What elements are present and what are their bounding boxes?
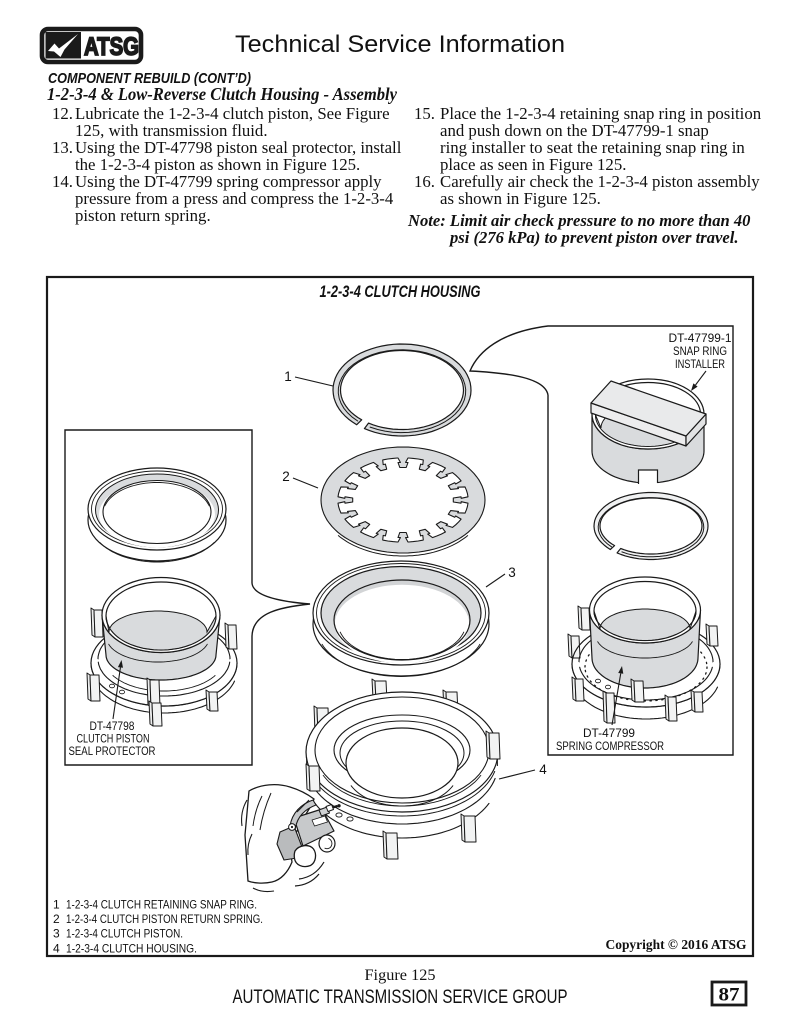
svg-text:SPRING COMPRESSOR: SPRING COMPRESSOR (556, 739, 664, 753)
svg-text:2: 2 (53, 912, 60, 926)
svg-text:COMPONENT REBUILD (CONT’D): COMPONENT REBUILD (CONT’D) (48, 70, 251, 87)
svg-text:DT-47799: DT-47799 (583, 726, 635, 740)
svg-text:ring installer to seat the ret: ring installer to seat the retaining sna… (440, 138, 745, 157)
svg-text:DT-47799-1: DT-47799-1 (669, 331, 732, 345)
svg-text:piston return spring.: piston return spring. (75, 206, 211, 225)
svg-text:1-2-3-4 CLUTCH PISTON RETURN S: 1-2-3-4 CLUTCH PISTON RETURN SPRING. (66, 912, 263, 926)
svg-text:125, with transmission fluid.: 125, with transmission fluid. (75, 121, 268, 140)
svg-text:AUTOMATIC TRANSMISSION SERVICE: AUTOMATIC TRANSMISSION SERVICE GROUP (233, 987, 568, 1008)
svg-text:DT-47798: DT-47798 (90, 719, 135, 733)
svg-text:12.: 12. (52, 104, 73, 123)
svg-text:Technical Service Information: Technical Service Information (235, 31, 565, 58)
svg-text:place as seen in Figure 125.: place as seen in Figure 125. (440, 155, 626, 174)
svg-text:and push down on the DT-47799-: and push down on the DT-47799-1 snap (440, 121, 709, 140)
svg-text:4: 4 (53, 941, 60, 955)
svg-text:13.: 13. (52, 138, 73, 157)
svg-text:SEAL PROTECTOR: SEAL PROTECTOR (69, 744, 156, 758)
svg-text:1-2-3-4 & Low-Reverse Clutch H: 1-2-3-4 & Low-Reverse Clutch Housing - A… (47, 84, 397, 104)
svg-text:psi (276 kPa) to prevent pisto: psi (276 kPa) to prevent piston over tra… (448, 228, 739, 247)
svg-text:SNAP RING: SNAP RING (673, 344, 727, 358)
svg-text:the 1-2-3-4 piston as shown in: the 1-2-3-4 piston as shown in Figure 12… (75, 155, 360, 174)
svg-text:14.: 14. (52, 172, 73, 191)
svg-text:ATSG: ATSG (84, 33, 139, 61)
svg-text:1-2-3-4 CLUTCH HOUSING.: 1-2-3-4 CLUTCH HOUSING. (66, 941, 197, 955)
svg-text:1: 1 (53, 898, 60, 912)
svg-text:15.: 15. (414, 104, 435, 123)
svg-text:Place the 1-2-3-4 retaining sn: Place the 1-2-3-4 retaining snap ring in… (440, 104, 762, 123)
svg-text:2: 2 (282, 469, 290, 484)
svg-text:4: 4 (539, 762, 547, 777)
svg-text:as shown in Figure 125.: as shown in Figure 125. (440, 189, 601, 208)
svg-text:1: 1 (284, 369, 292, 384)
svg-text:87: 87 (719, 985, 741, 1006)
svg-text:Carefully air check the 1-2-3-: Carefully air check the 1-2-3-4 piston a… (440, 172, 760, 191)
svg-text:Lubricate the 1-2-3-4 clutch p: Lubricate the 1-2-3-4 clutch piston, See… (75, 104, 390, 123)
svg-text:pressure from a press and comp: pressure from a press and compress the 1… (75, 189, 394, 208)
svg-text:1-2-3-4 CLUTCH RETAINING SNAP: 1-2-3-4 CLUTCH RETAINING SNAP RING. (66, 898, 257, 912)
svg-text:Using the DT-47799 spring comp: Using the DT-47799 spring compressor app… (75, 172, 382, 191)
svg-text:Note: Limit air check pressure: Note: Limit air check pressure to no mor… (407, 211, 750, 230)
svg-text:3: 3 (53, 927, 60, 941)
svg-text:INSTALLER: INSTALLER (675, 357, 725, 371)
svg-text:1-2-3-4 CLUTCH PISTON.: 1-2-3-4 CLUTCH PISTON. (66, 927, 183, 941)
svg-text:1-2-3-4 CLUTCH HOUSING: 1-2-3-4 CLUTCH HOUSING (320, 283, 481, 301)
svg-text:Copyright © 2016 ATSG: Copyright © 2016 ATSG (606, 938, 747, 953)
svg-text:16.: 16. (414, 172, 435, 191)
svg-text:CLUTCH PISTON: CLUTCH PISTON (77, 732, 150, 746)
svg-text:3: 3 (508, 565, 516, 580)
svg-text:Using the DT-47798 piston seal: Using the DT-47798 piston seal protector… (75, 138, 402, 157)
svg-text:Figure 125: Figure 125 (365, 967, 436, 984)
